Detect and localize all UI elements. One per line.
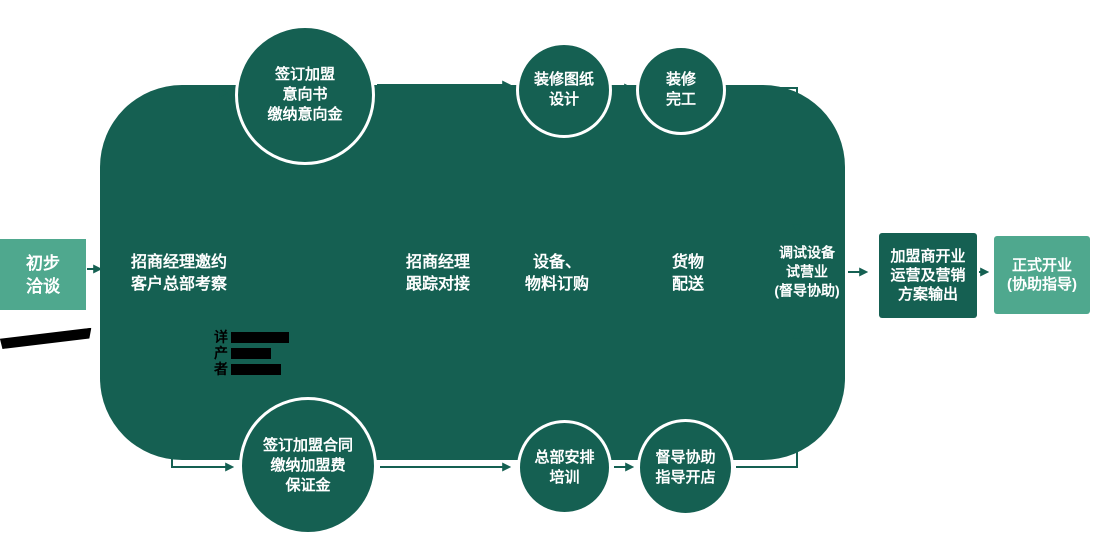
label-line: 客户总部考察 <box>130 276 228 293</box>
label-line: 配送 <box>671 276 705 293</box>
label-line: 加盟商开业 <box>890 248 966 265</box>
ink-bar <box>231 364 281 375</box>
label-line: (督导协助) <box>774 282 840 299</box>
obscured-text-line: 产 <box>214 345 289 361</box>
ink-bar <box>231 348 271 359</box>
label-line: 招商经理邀约 <box>130 254 228 271</box>
label-line: 指导开店 <box>655 468 716 486</box>
label-line: 总部安排 <box>534 448 595 466</box>
label-line: 设备、 <box>532 254 582 271</box>
label-line: 督导协助 <box>655 448 716 466</box>
label-line: 完工 <box>665 91 696 108</box>
label-line: 装修图纸 <box>533 71 594 88</box>
circle-hq-training: 总部安排 培训 <box>517 420 612 515</box>
label-line: 调试设备 <box>778 244 835 261</box>
step-trial-operation: 调试设备 试营业 (督导协助) <box>774 244 839 301</box>
label-line: (协助指导) <box>1007 276 1077 293</box>
label-line: 签订加盟 <box>274 66 335 83</box>
ink-bar <box>231 332 289 343</box>
initial-negotiation-box: 初步 洽谈 <box>0 239 86 310</box>
label-line: 签订加盟合同 <box>262 437 353 454</box>
franchise-opening-output-box: 加盟商开业 运营及营销 方案输出 <box>879 233 977 318</box>
label-line: 正式开业 <box>1011 257 1072 274</box>
label-line: 方案输出 <box>897 286 958 303</box>
official-opening-box: 正式开业 (协助指导) <box>994 236 1090 314</box>
label-line: 设计 <box>548 91 579 108</box>
label-line: 缴纳加盟费 <box>270 457 346 474</box>
label-line: 物料订购 <box>524 276 590 293</box>
obscured-text-char: 产 <box>214 345 228 361</box>
black-ink-artifact <box>0 328 92 349</box>
label-line: 意向书 <box>282 86 328 103</box>
circle-decoration-complete: 装修 完工 <box>636 45 726 135</box>
step-equipment-ordering: 设备、 物料订购 <box>525 252 589 296</box>
label-line: 保证金 <box>285 477 331 494</box>
label-line: 培训 <box>549 468 580 486</box>
obscured-text-line: 者 <box>214 361 289 377</box>
circle-store-opening-guidance: 督导协助 指导开店 <box>637 419 734 516</box>
label-line: 跟踪对接 <box>405 276 471 293</box>
label-line: 试营业 <box>785 263 828 280</box>
label-line: 招商经理 <box>405 254 471 271</box>
obscured-text-char: 者 <box>214 361 228 377</box>
circle-franchise-contract: 签订加盟合同 缴纳加盟费 保证金 <box>239 397 377 535</box>
obscured-text-char: 详 <box>214 329 228 345</box>
label-line: 货物 <box>671 254 705 271</box>
circle-intent-agreement: 签订加盟 意向书 缴纳意向金 <box>235 25 375 165</box>
label-line: 洽谈 <box>26 276 60 296</box>
label-line: 缴纳意向金 <box>267 106 343 123</box>
label-line: 初步 <box>26 253 60 273</box>
step-manager-follow-up: 招商经理 跟踪对接 <box>406 252 470 296</box>
circle-decoration-design: 装修图纸 设计 <box>516 42 612 138</box>
label-line: 运营及营销 <box>890 267 966 284</box>
step-goods-delivery: 货物 配送 <box>672 252 704 296</box>
obscured-text-line: 详 <box>214 329 289 345</box>
label-line: 装修 <box>665 71 696 88</box>
step-invite-inspection: 招商经理邀约 客户总部考察 <box>131 252 227 296</box>
obscured-text-artifact: 详 产 者 <box>214 329 289 377</box>
